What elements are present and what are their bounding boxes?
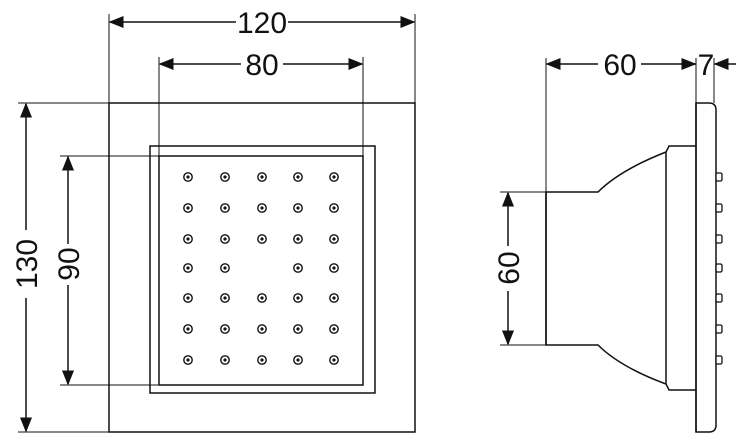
nozzle-center <box>332 266 336 270</box>
nozzle <box>293 293 303 303</box>
nozzle-center <box>260 327 264 331</box>
nozzle-center <box>332 206 336 210</box>
nozzle <box>183 324 193 334</box>
nozzle-center <box>296 237 300 241</box>
nozzle-center <box>186 175 190 179</box>
nozzle-nubs <box>715 172 723 365</box>
nozzle-center <box>332 296 336 300</box>
nozzle <box>220 263 230 273</box>
nozzle <box>183 172 193 182</box>
dim-label-overall-width: 120 <box>237 7 287 40</box>
nozzle-center <box>223 296 227 300</box>
nozzle-center <box>186 206 190 210</box>
nozzle <box>257 172 267 182</box>
nozzle <box>293 234 303 244</box>
nozzle-center <box>223 358 227 362</box>
nozzle-center <box>296 358 300 362</box>
nozzle-center <box>296 206 300 210</box>
nozzle-center <box>260 296 264 300</box>
nozzle-center <box>186 296 190 300</box>
nozzle <box>329 172 339 182</box>
nozzle <box>329 263 339 273</box>
nozzle-nub <box>715 234 723 244</box>
body-cone <box>545 151 667 385</box>
nozzle-center <box>186 327 190 331</box>
nozzle-center <box>223 206 227 210</box>
dim-label-plate-width: 80 <box>245 49 278 82</box>
nozzle-plate <box>158 155 364 386</box>
nozzle <box>220 234 230 244</box>
nozzle <box>293 263 303 273</box>
nozzle-center <box>223 266 227 270</box>
body-flange <box>665 145 696 391</box>
nozzle-nub <box>715 293 723 303</box>
dim-label-overall-height: 130 <box>11 239 44 289</box>
nozzle <box>257 324 267 334</box>
nozzle <box>220 355 230 365</box>
outer-frame <box>108 102 416 433</box>
nozzle <box>220 324 230 334</box>
nozzle-center <box>296 266 300 270</box>
nozzle <box>257 293 267 303</box>
dim-label-body-depth: 60 <box>603 49 636 82</box>
nozzle <box>183 234 193 244</box>
nozzle-center <box>186 266 190 270</box>
nozzle <box>183 263 193 273</box>
middle-frame <box>149 145 376 394</box>
nozzle <box>183 293 193 303</box>
nozzle <box>329 203 339 213</box>
nozzle <box>293 324 303 334</box>
nozzle-nub <box>715 263 723 273</box>
dim-label-plate-height: 90 <box>53 247 86 280</box>
nozzle <box>220 172 230 182</box>
nozzle-center <box>223 327 227 331</box>
nozzle-center <box>296 175 300 179</box>
nozzle <box>329 355 339 365</box>
dim-label-body-height: 60 <box>493 251 526 284</box>
nozzle-center <box>332 237 336 241</box>
nozzle-center <box>260 175 264 179</box>
nozzle <box>183 203 193 213</box>
nozzle-center <box>223 175 227 179</box>
nozzle-center <box>186 358 190 362</box>
nozzle <box>220 203 230 213</box>
front-view: 120 80 130 90 <box>11 7 416 433</box>
nozzle-nub <box>715 203 723 213</box>
nozzle-center <box>332 175 336 179</box>
nozzle-grid <box>183 172 339 365</box>
nozzle <box>257 355 267 365</box>
nozzle <box>293 355 303 365</box>
nozzle <box>183 355 193 365</box>
nozzle <box>257 234 267 244</box>
nozzle-center <box>223 237 227 241</box>
nozzle <box>220 293 230 303</box>
nozzle-center <box>296 327 300 331</box>
dim-label-plate-thickness: 7 <box>698 49 715 82</box>
nozzle-center <box>332 358 336 362</box>
nozzle-center <box>260 237 264 241</box>
side-view: 60 7 60 <box>493 49 736 433</box>
nozzle-nub <box>715 324 723 334</box>
nozzle-center <box>260 358 264 362</box>
nozzle <box>293 172 303 182</box>
face-plate-outline <box>695 102 717 433</box>
nozzle <box>293 203 303 213</box>
nozzle <box>329 324 339 334</box>
nozzle-center <box>332 327 336 331</box>
nozzle-center <box>296 296 300 300</box>
nozzle-center <box>260 206 264 210</box>
nozzle-nub <box>715 355 723 365</box>
nozzle <box>329 234 339 244</box>
nozzle-nub <box>715 172 723 182</box>
nozzle-center <box>186 237 190 241</box>
nozzle <box>329 293 339 303</box>
nozzle <box>257 203 267 213</box>
